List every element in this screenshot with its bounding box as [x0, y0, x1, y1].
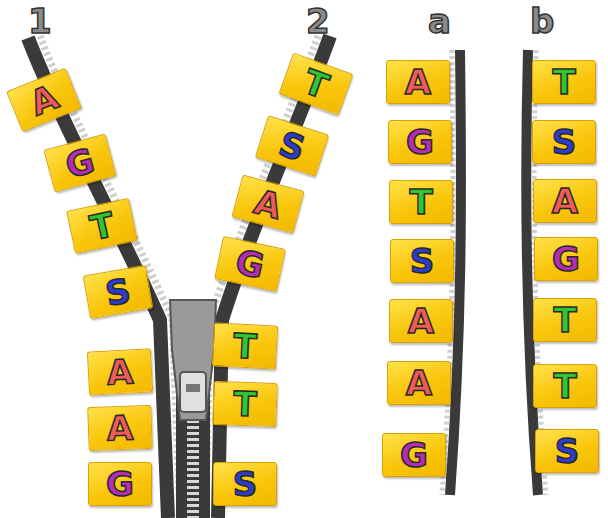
base-tile: A: [386, 60, 450, 104]
base-letter: A: [25, 79, 62, 120]
base-letter: A: [106, 411, 133, 446]
strand-label: b: [530, 4, 554, 38]
base-tile: T: [389, 180, 453, 224]
base-letter: G: [233, 244, 267, 283]
base-tile: A: [87, 405, 152, 451]
base-letter: G: [552, 242, 580, 276]
base-tile: G: [43, 133, 116, 192]
base-letter: T: [552, 65, 575, 99]
base-letter: T: [553, 303, 576, 337]
base-letter: G: [106, 467, 134, 501]
base-letter: S: [103, 273, 133, 311]
base-tile: A: [389, 299, 453, 343]
strand-label: 1: [28, 4, 52, 38]
base-tile: T: [278, 52, 353, 115]
base-letter: T: [553, 369, 576, 403]
base-letter: T: [87, 207, 117, 245]
base-tile: S: [83, 265, 154, 319]
base-tile: A: [231, 174, 304, 233]
zipper-pull: [180, 372, 206, 412]
base-letter: A: [405, 65, 431, 99]
base-tile: T: [212, 322, 278, 369]
base-tile: S: [535, 429, 599, 473]
base-letter: S: [275, 126, 309, 166]
base-tile: T: [532, 60, 596, 104]
base-letter: A: [406, 366, 432, 400]
base-tile: S: [532, 120, 596, 164]
base-letter: T: [233, 328, 258, 363]
base-tile: G: [534, 237, 598, 281]
base-tile: A: [387, 361, 451, 405]
zipper-pull: [186, 384, 200, 392]
base-letter: G: [400, 438, 428, 472]
base-letter: A: [106, 354, 134, 389]
base-letter: A: [408, 304, 434, 338]
base-tile: A: [533, 179, 597, 223]
base-tile: T: [533, 298, 597, 342]
base-tile: S: [255, 115, 329, 177]
base-tile: T: [212, 381, 277, 427]
base-tile: G: [388, 120, 452, 164]
base-letter: S: [555, 434, 580, 468]
zipper-slider: [170, 300, 216, 420]
base-letter: T: [233, 387, 257, 422]
base-tile: A: [87, 348, 153, 395]
base-letter: S: [410, 244, 435, 278]
base-letter: G: [62, 143, 98, 183]
strand-label: 2: [306, 4, 330, 38]
base-letter: S: [233, 467, 258, 501]
base-tile: T: [533, 364, 597, 408]
base-letter: T: [299, 64, 332, 104]
base-letter: A: [552, 184, 578, 218]
base-tile: S: [390, 239, 454, 283]
base-tile: S: [213, 462, 277, 506]
base-tile: G: [88, 462, 152, 506]
base-letter: T: [409, 185, 432, 219]
base-letter: G: [406, 125, 434, 159]
base-letter: S: [552, 125, 577, 159]
base-tile: G: [382, 433, 446, 477]
strand-label: a: [428, 4, 451, 38]
base-letter: A: [251, 184, 285, 224]
zipper-teeth: [206, 36, 318, 518]
